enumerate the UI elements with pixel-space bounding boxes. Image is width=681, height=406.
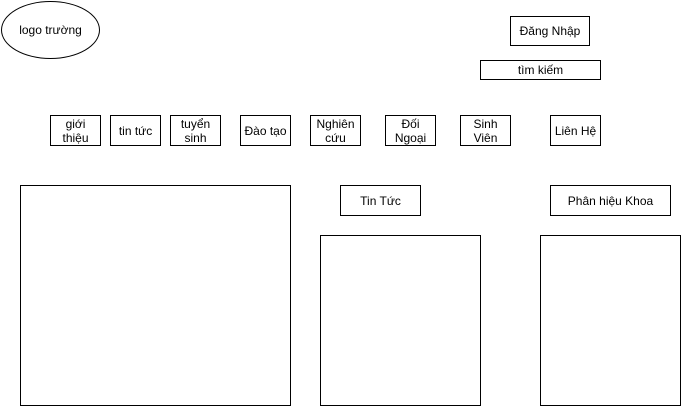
nav-item-dao-tao[interactable]: Đào tạo <box>240 115 291 146</box>
news-heading-label: Tin Tức <box>360 193 401 208</box>
nav-item-gioi-thieu[interactable]: giới thiệu <box>50 115 101 146</box>
nav-item-label: Sinh Viên <box>473 116 498 145</box>
nav-item-label: tin tức <box>118 123 153 138</box>
login-button[interactable]: Đăng Nhập <box>510 16 590 46</box>
nav-item-label: tuyển sinh <box>180 116 211 145</box>
branch-panel <box>540 235 681 406</box>
nav-item-doi-ngoai[interactable]: Đối Ngoại <box>385 115 436 146</box>
nav-item-tin-tuc[interactable]: tin tức <box>110 115 161 146</box>
nav-item-label: Liên Hệ <box>554 123 597 138</box>
nav-item-lien-he[interactable]: Liên Hệ <box>550 115 601 146</box>
nav-item-label: Đối Ngoại <box>394 116 427 145</box>
branch-heading[interactable]: Phân hiệu Khoa <box>550 185 671 216</box>
nav-item-label: Đào tạo <box>244 123 287 138</box>
branch-heading-label: Phân hiệu Khoa <box>567 193 654 208</box>
login-button-label: Đăng Nhập <box>519 24 581 38</box>
nav-item-label: giới thiệu <box>62 116 89 145</box>
school-logo[interactable]: logo trường <box>1 1 100 59</box>
news-heading[interactable]: Tin Tức <box>340 185 421 216</box>
search-box[interactable]: tìm kiếm <box>480 60 601 80</box>
nav-item-sinh-vien[interactable]: Sinh Viên <box>460 115 511 146</box>
school-logo-label: logo trường <box>19 23 82 37</box>
nav-item-tuyen-sinh[interactable]: tuyển sinh <box>170 115 221 146</box>
news-panel <box>320 235 481 406</box>
nav-item-label: Nghiên cứu <box>316 116 355 145</box>
main-banner-panel <box>20 185 291 406</box>
search-box-label: tìm kiếm <box>517 63 564 77</box>
nav-item-nghien-cuu[interactable]: Nghiên cứu <box>310 115 361 146</box>
